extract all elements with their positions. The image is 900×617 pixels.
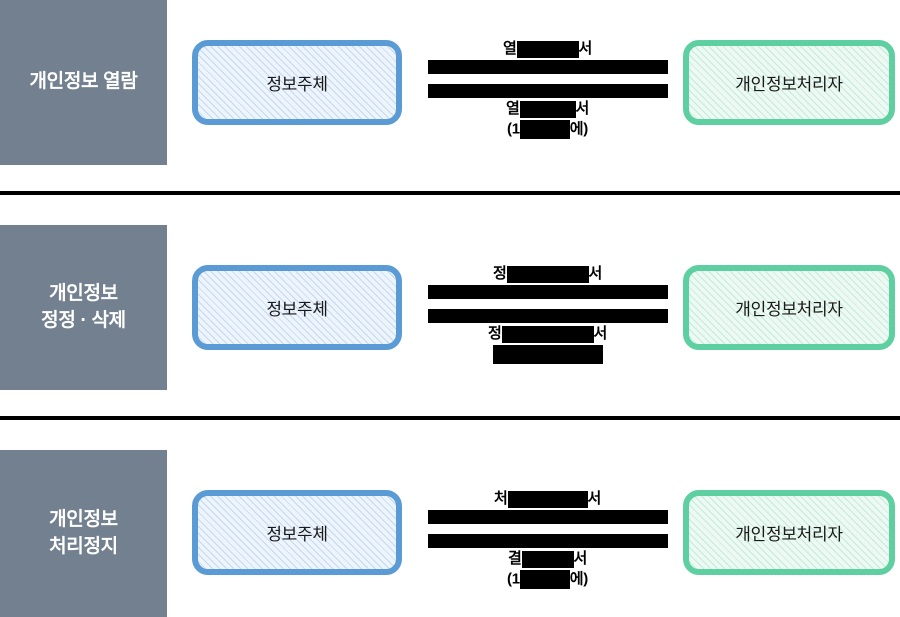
actor-box-controller-correction: 개인정보처리자 bbox=[683, 265, 895, 350]
response-label-suffix: 서 bbox=[575, 100, 590, 117]
actor-box-subject-suspension: 정보주체 bbox=[192, 490, 402, 575]
response-label-suffix: 서 bbox=[593, 325, 608, 342]
arrow-request-suspension bbox=[428, 510, 668, 524]
response-note-redaction bbox=[492, 344, 603, 364]
request-label-suffix: 서 bbox=[587, 490, 602, 507]
response-note-prefix: (1 bbox=[507, 570, 520, 588]
request-label-suffix: 서 bbox=[578, 40, 593, 57]
actor-box-subject-access: 정보주체 bbox=[192, 40, 402, 125]
arrow-request-access bbox=[428, 60, 668, 74]
response-note-suffix: 에) bbox=[569, 570, 589, 588]
response-note-correction bbox=[410, 344, 685, 364]
category-label-line-1: 개인정보 bbox=[49, 509, 118, 531]
response-label-suffix: 서 bbox=[573, 550, 588, 567]
category-block-access: 개인정보 열람 bbox=[0, 0, 167, 165]
actor-box-controller-suspension: 개인정보처리자 bbox=[683, 490, 895, 575]
category-block-correction: 개인정보 정정 · 삭제 bbox=[0, 225, 167, 390]
actor-box-controller-access: 개인정보처리자 bbox=[683, 40, 895, 125]
request-label-prefix: 열 bbox=[502, 40, 517, 57]
response-note-prefix: (1 bbox=[507, 120, 520, 138]
response-note-suspension: (1 에) bbox=[410, 569, 685, 589]
request-label-redaction bbox=[516, 40, 579, 58]
arrow-response-suspension bbox=[428, 534, 668, 548]
request-label-suffix: 서 bbox=[588, 265, 603, 282]
response-note-access: (1 에) bbox=[410, 119, 685, 139]
response-flow-label-access: 열 서 (1 에) bbox=[410, 100, 685, 139]
actor-label-subject: 정보주체 bbox=[266, 525, 328, 544]
actor-box-subject-correction: 정보주체 bbox=[192, 265, 402, 350]
request-label-prefix: 처 bbox=[493, 490, 508, 507]
request-label-prefix: 정 bbox=[492, 265, 507, 282]
category-label-line-2: 정정 · 삭제 bbox=[41, 309, 126, 331]
row-separator-2 bbox=[0, 416, 900, 420]
request-label-redaction bbox=[506, 265, 589, 283]
category-block-suspension: 개인정보 처리정지 bbox=[0, 450, 167, 617]
response-label-redaction bbox=[519, 100, 576, 118]
response-label-redaction bbox=[501, 325, 594, 343]
category-label-line-2: 처리정지 bbox=[49, 535, 118, 557]
arrow-response-correction bbox=[428, 309, 668, 323]
request-label-redaction bbox=[507, 490, 588, 508]
arrow-response-access bbox=[428, 84, 668, 98]
response-label-prefix: 정 bbox=[487, 325, 502, 342]
category-label-line-1: 개인정보 bbox=[49, 283, 118, 305]
response-flow-label-suspension: 결 서 (1 에) bbox=[410, 550, 685, 589]
row-separator-1 bbox=[0, 191, 900, 195]
response-label-redaction bbox=[521, 550, 574, 568]
actor-label-controller: 개인정보처리자 bbox=[735, 75, 843, 94]
response-label-prefix: 결 bbox=[507, 550, 522, 567]
actor-label-subject: 정보주체 bbox=[266, 300, 328, 319]
response-note-redaction bbox=[519, 119, 570, 139]
actor-label-controller: 개인정보처리자 bbox=[735, 525, 843, 544]
actor-label-subject: 정보주체 bbox=[266, 75, 328, 94]
actor-label-controller: 개인정보처리자 bbox=[735, 300, 843, 319]
response-note-suffix: 에) bbox=[569, 120, 589, 138]
response-note-redaction bbox=[519, 569, 570, 589]
category-label-line-1: 개인정보 열람 bbox=[29, 71, 138, 93]
response-label-prefix: 열 bbox=[505, 100, 520, 117]
arrow-request-correction bbox=[428, 285, 668, 299]
